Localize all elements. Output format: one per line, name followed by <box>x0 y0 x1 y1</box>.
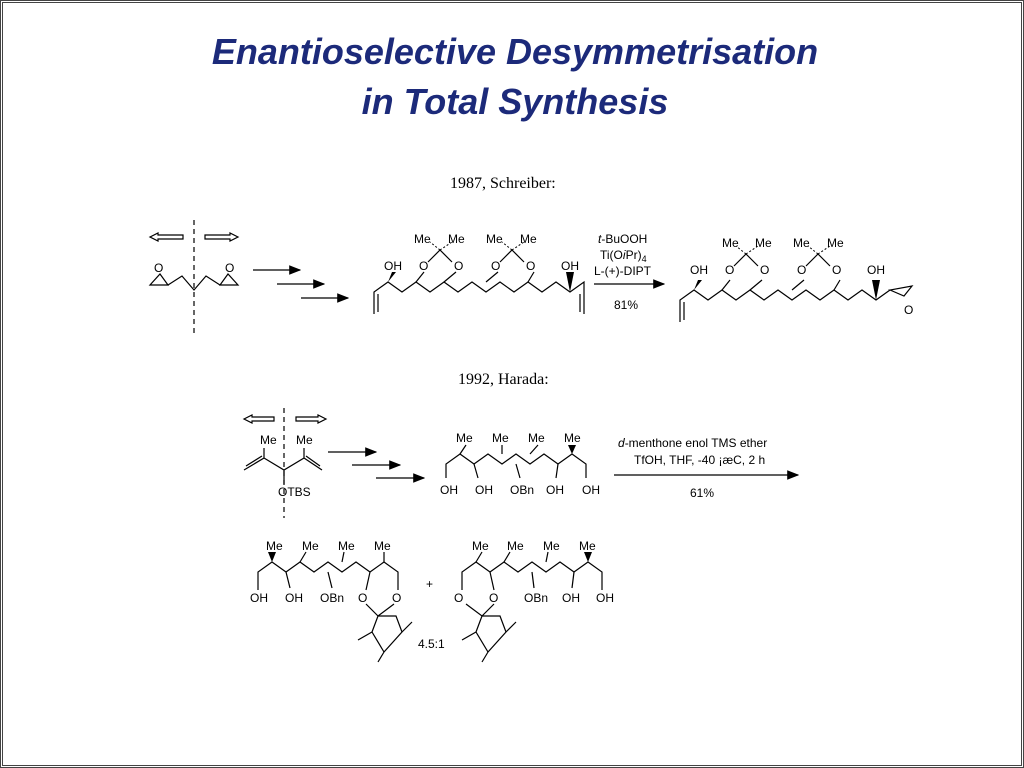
atom-oh: OH <box>867 263 885 277</box>
atom-me: Me <box>579 539 596 553</box>
atom-oh: OH <box>250 591 268 605</box>
atom-obn: OBn <box>320 591 344 605</box>
atom-me: Me <box>472 539 489 553</box>
atom-me: Me <box>486 232 503 246</box>
atom-oh: OH <box>582 483 600 497</box>
hollow-arrow-right-icon <box>204 232 240 242</box>
hollow-arrow-left-icon <box>242 414 275 424</box>
atom-o: O <box>491 259 500 273</box>
hollow-arrow-right-icon <box>295 414 328 424</box>
slide-title-line2: in Total Synthesis <box>361 81 669 122</box>
atom-me: Me <box>507 539 524 553</box>
atom-me: Me <box>793 236 810 250</box>
harada-caption: 1992, Harada: <box>458 371 549 388</box>
atom-me: Me <box>827 236 844 250</box>
atom-me: Me <box>302 539 319 553</box>
atom-me: Me <box>414 232 431 246</box>
atom-o: O <box>225 261 234 275</box>
atom-me: Me <box>543 539 560 553</box>
atom-o: O <box>154 261 163 275</box>
atom-me: Me <box>296 433 313 447</box>
slide-title-line1: Enantioselective Desymmetrisation <box>211 31 819 72</box>
schreiber-diene-diol: OH O O O O OH Me Me Me Me <box>373 232 585 314</box>
atom-me: Me <box>266 539 283 553</box>
atom-oh: OH <box>562 591 580 605</box>
reagent-conditions: TfOH, THF, -40 ¡æC, 2 h <box>634 453 765 467</box>
reagent-tbuooh: t-BuOOH <box>598 232 647 246</box>
atom-me: Me <box>492 431 509 445</box>
atom-oh: OH <box>475 483 493 497</box>
reagent-dipt: L-(+)-DIPT <box>594 264 652 278</box>
atom-o: O <box>797 263 806 277</box>
yield-harada: 61% <box>690 486 714 500</box>
atom-o: O <box>489 591 498 605</box>
atom-o: O <box>832 263 841 277</box>
atom-o: O <box>526 259 535 273</box>
atom-me: Me <box>456 431 473 445</box>
atom-o: O <box>725 263 734 277</box>
atom-me: Me <box>374 539 391 553</box>
atom-oh: OH <box>440 483 458 497</box>
atom-o: O <box>392 591 401 605</box>
reagent-ti-oipr4: Ti(OiPr)4 <box>600 248 647 264</box>
atom-me: Me <box>528 431 545 445</box>
atom-o: O <box>419 259 428 273</box>
atom-oh: OH <box>690 263 708 277</box>
atom-o: O <box>760 263 769 277</box>
reagent-menthone: d-menthone enol TMS ether <box>618 436 767 450</box>
harada-diene-precursor: Me Me OTBS <box>242 408 328 518</box>
harada-pentaol: Me Me Me Me OH OH OBn OH OH <box>440 431 600 497</box>
harada-product-minor: Me Me Me Me O O OBn OH OH <box>454 539 614 663</box>
atom-oh: OH <box>596 591 614 605</box>
atom-o: O <box>454 591 463 605</box>
atom-oh: OH <box>561 259 579 273</box>
schreiber-bis-epoxide: O O <box>148 220 240 335</box>
atom-o: O <box>904 303 913 317</box>
atom-me: Me <box>520 232 537 246</box>
atom-o: O <box>358 591 367 605</box>
schreiber-epoxy-product: OH O O O O OH O Me Me Me Me <box>679 236 914 322</box>
atom-otbs: OTBS <box>278 485 311 499</box>
yield-schreiber: 81% <box>614 298 638 312</box>
atom-me: Me <box>260 433 277 447</box>
atom-oh: OH <box>285 591 303 605</box>
atom-oh: OH <box>546 483 564 497</box>
atom-oh: OH <box>384 259 402 273</box>
atom-me: Me <box>755 236 772 250</box>
product-ratio: 4.5:1 <box>418 637 445 651</box>
atom-me: Me <box>722 236 739 250</box>
atom-me: Me <box>448 232 465 246</box>
harada-product-major: Me Me Me Me OH OH OBn O O <box>250 539 413 663</box>
hollow-arrow-left-icon <box>148 232 184 242</box>
plus-sign: + <box>426 577 433 591</box>
atom-me: Me <box>564 431 581 445</box>
atom-me: Me <box>338 539 355 553</box>
atom-obn: OBn <box>510 483 534 497</box>
schreiber-caption: 1987, Schreiber: <box>450 175 556 192</box>
atom-o: O <box>454 259 463 273</box>
atom-obn: OBn <box>524 591 548 605</box>
